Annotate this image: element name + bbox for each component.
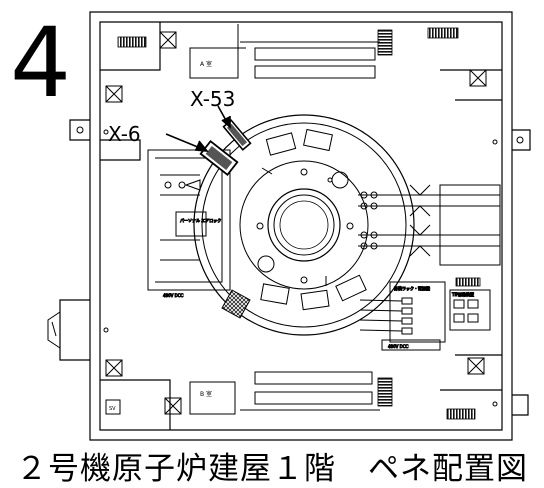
vent-grilles: [117, 27, 481, 420]
left-equipment: パーソナル エアロック 480V DCC: [147, 149, 231, 299]
callout-x6: X-6: [108, 122, 141, 146]
callout-arrows: [165, 105, 231, 152]
corridors: [240, 41, 380, 411]
figure-caption: ２号機原子炉建屋１階 ペネ配置図: [16, 451, 528, 487]
vdc-bottom-label: 480V DCC: [388, 344, 409, 349]
panel-label: 計装ラック・電源盤: [394, 285, 430, 291]
tip-label: TIP駆動装置: [451, 291, 474, 297]
sv-label: SV: [109, 406, 116, 412]
shaft-symbols: [105, 31, 487, 415]
room-b: B 室: [189, 381, 236, 415]
page-number: 4: [10, 7, 71, 119]
vdc-left-label: 480V DCC: [163, 293, 184, 298]
instrument-panel-area: 計装ラック・電源盤 TIP駆動装置 480V DCC: [359, 281, 491, 351]
left-door-symbol: [47, 311, 61, 349]
airlock-label: パーソナル エアロック: [180, 217, 221, 223]
penetration-x6: [199, 139, 239, 177]
primary-containment: [193, 114, 415, 336]
wall-markers: [76, 126, 524, 407]
callout-x53: X-53: [190, 87, 235, 111]
right-piping: [358, 184, 501, 266]
room-b-label: B 室: [200, 390, 212, 398]
building-walls: [59, 11, 531, 441]
room-a-label: A 室: [200, 60, 212, 68]
room-a: A 室: [189, 24, 246, 79]
